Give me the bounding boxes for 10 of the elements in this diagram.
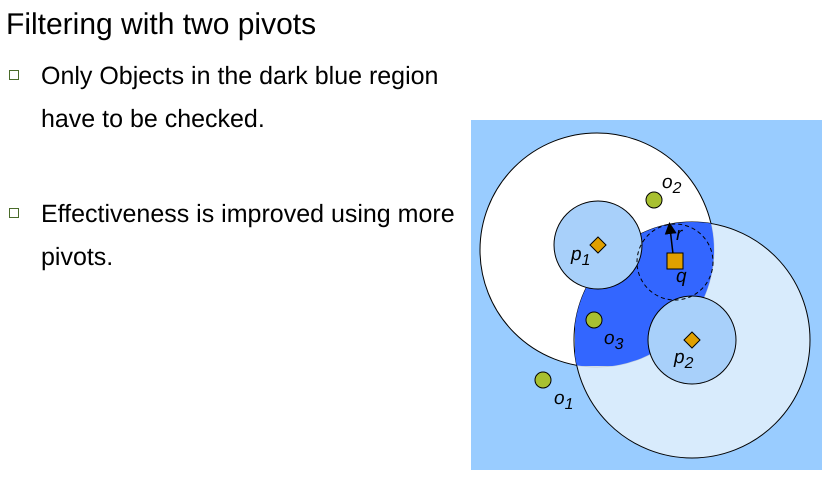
point-label: q: [676, 266, 687, 288]
radius-label: r: [676, 224, 682, 246]
slide-title: Filtering with two pivots: [6, 8, 316, 42]
point-label: o$_{1}$: [554, 388, 574, 414]
point-label: o$_{2}$: [662, 172, 682, 198]
point-label: p$_{2}$: [674, 347, 694, 373]
point-label: p$_{1}$: [571, 244, 590, 270]
point-label: o$_{3}$: [604, 328, 624, 354]
bullet-text: Effectiveness is improved using more pivots.: [41, 199, 456, 273]
bullet-text: Only Objects in the dark blue region have to be checked.: [41, 61, 440, 135]
